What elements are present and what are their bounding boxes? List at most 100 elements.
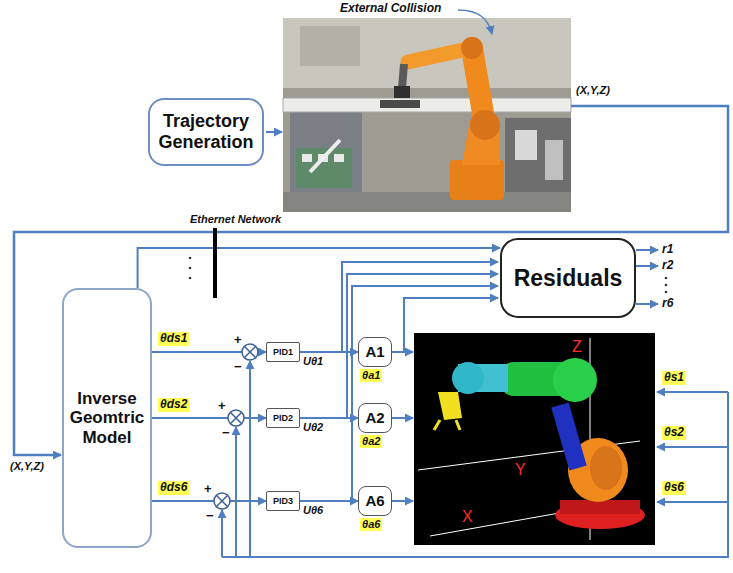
connector (138, 248, 500, 288)
connector (152, 500, 266, 502)
sign-symbol: − (222, 426, 230, 441)
robot-photo (505, 118, 571, 198)
actuator-box: A6 (358, 486, 392, 516)
robot-photo (380, 100, 420, 108)
node-text: A1 (364, 343, 386, 360)
signal-name: Uθ6 (303, 504, 323, 517)
robot-photo (290, 112, 362, 192)
node-text: PID2 (269, 413, 297, 423)
robot-render (438, 392, 462, 420)
residual-output-wire (636, 249, 658, 251)
connector (152, 417, 266, 419)
residual-name: r2 (662, 259, 673, 273)
robot-photo (461, 37, 483, 59)
sign-symbol: + (204, 482, 212, 497)
summing-junction (244, 346, 255, 357)
robot-photo (283, 18, 571, 212)
robot-photo (283, 18, 571, 88)
node-text: A2 (364, 409, 386, 426)
signal-name: (X,Y,Z) (576, 84, 610, 97)
summing-junction (242, 344, 258, 360)
sign-symbol: − (206, 509, 214, 524)
signal-wire (266, 131, 282, 133)
feedback-wire (222, 392, 728, 557)
robot-photo (296, 148, 352, 188)
robot-render (560, 500, 640, 514)
node-text: PID1 (269, 347, 297, 357)
robot-render (456, 420, 460, 430)
signal-name: θs6 (662, 481, 686, 495)
robot-photo (310, 140, 340, 172)
node-text: A6 (364, 492, 386, 509)
signal-name: θa6 (360, 518, 382, 531)
robot-photo (334, 154, 344, 162)
actuator-wire (392, 352, 413, 501)
ellipsis-dots (665, 284, 668, 287)
signal-name: θa2 (360, 435, 382, 448)
actuator-wire (392, 351, 413, 353)
signal-name: θs2 (662, 426, 686, 440)
actuator-box: A2 (358, 403, 392, 433)
robot-render (553, 358, 597, 402)
summing-junction (244, 346, 255, 357)
robot-render (560, 405, 578, 468)
robot-photo (302, 154, 312, 162)
summing-junction (230, 412, 241, 423)
robot-photo (470, 110, 500, 140)
axis-name: Y (515, 461, 526, 479)
connector (300, 500, 358, 502)
sign-symbol: + (234, 333, 242, 348)
signal-name: θds2 (158, 398, 189, 412)
node-text: Inverse Geomtric Model (69, 389, 145, 448)
actuator-box: A1 (358, 337, 392, 367)
feedback-wire (222, 361, 728, 557)
robot-render (452, 362, 484, 394)
ellipsis-dots (665, 291, 668, 294)
signal-name: θds6 (158, 481, 189, 495)
controller-box: PID2 (266, 408, 300, 428)
ellipsis-dots (189, 257, 192, 260)
residual-output-wire (636, 250, 658, 304)
connector (300, 351, 358, 353)
residual-name: r6 (662, 297, 673, 311)
robot-photo (450, 160, 504, 200)
robot-render (414, 333, 655, 545)
robot-render (555, 501, 645, 529)
robot-photo (300, 26, 360, 66)
robot-photo (545, 140, 563, 180)
controller-box: PID3 (266, 491, 300, 511)
signal-name: Uθ2 (303, 421, 323, 434)
residual-name: r1 (662, 243, 673, 257)
signal-name: θs1 (662, 371, 686, 385)
model-box: Inverse Geomtric Model (62, 288, 152, 548)
robot-render (434, 420, 440, 430)
feedback-wire (657, 391, 728, 393)
sign-symbol: − (234, 360, 242, 375)
summing-junction (230, 412, 241, 423)
mux-bar (213, 228, 217, 298)
robot-render (414, 333, 655, 545)
sign-symbol: + (218, 399, 226, 414)
annotation: External Collision (340, 2, 441, 16)
signal-name: θa1 (360, 369, 382, 382)
axis-name: X (462, 508, 473, 526)
signal-name: Uθ1 (303, 355, 323, 368)
summing-junction (214, 493, 230, 509)
feedback-wire (249, 361, 251, 557)
summing-junction (216, 495, 227, 506)
robot-photo (402, 64, 404, 88)
robot-photo (283, 192, 571, 212)
summing-junction (228, 410, 244, 426)
feedback-wire (235, 427, 237, 557)
feedback-wire (657, 501, 728, 503)
node-text: Trajectory Generation (155, 111, 257, 152)
actuator-wire (392, 417, 413, 419)
robot-photo (283, 18, 571, 212)
feedback-wire (221, 510, 223, 557)
ellipsis-dots (189, 267, 192, 270)
summing-junction (214, 344, 258, 509)
robot-photo (283, 98, 571, 112)
residual-box: Residuals (500, 238, 636, 318)
